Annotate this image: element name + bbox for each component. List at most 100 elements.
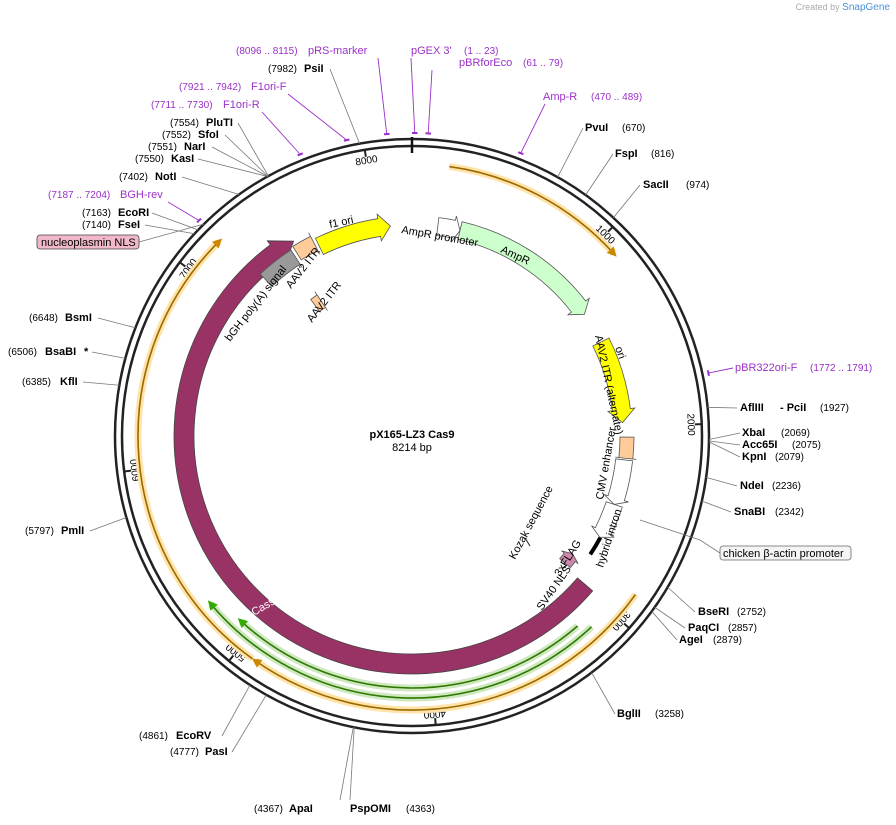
- enzyme-leader: [651, 611, 678, 641]
- enzyme-name: SacII: [643, 179, 669, 191]
- enzyme-leader: [557, 127, 584, 178]
- feature-label-kozak: Kozak sequence: [507, 484, 556, 561]
- enzyme-pos: (2752): [737, 607, 766, 618]
- enzyme-leader: [237, 122, 269, 177]
- enzyme-leader: [349, 727, 355, 801]
- enzyme-pos: (7552): [162, 130, 191, 141]
- enzyme-name: BsmI: [65, 312, 92, 324]
- feature-ori: [592, 337, 636, 424]
- enzyme-pos: (2342): [775, 507, 804, 518]
- enzyme-leader: [97, 317, 136, 329]
- enzyme-leader: [708, 432, 741, 440]
- tick-mark: [179, 261, 186, 268]
- primer-range: (470 .. 489): [591, 92, 642, 103]
- feature-bgh: [259, 246, 303, 287]
- primer-range: (7921 .. 7942): [179, 82, 241, 93]
- enzyme-name: PsiI: [304, 63, 324, 75]
- enzyme-name: Acc65I: [742, 439, 777, 451]
- primer-range: (8096 .. 8115): [236, 46, 298, 57]
- snapgene-credit: Created by SnapGene: [795, 2, 890, 13]
- orf-arc-lower: [251, 594, 637, 711]
- enzyme-name: AflIII: [740, 402, 764, 414]
- plasmid-name: pX165-LZ3 Cas9: [370, 429, 455, 441]
- feature-cas9: [173, 240, 594, 675]
- tick-label: 8000: [355, 154, 379, 169]
- enzyme-leader: [708, 440, 741, 446]
- enzyme-pos: (7140): [82, 220, 111, 231]
- enzyme-name: EcoRV: [176, 730, 212, 742]
- tick-mark: [124, 469, 132, 473]
- enzyme-name: PvuI: [585, 122, 608, 134]
- feature-cmv: [603, 458, 634, 505]
- primer-name: pGEX 3': [411, 45, 452, 57]
- feature-ampr: [457, 221, 591, 316]
- primer-range: (7187 .. 7204): [48, 190, 110, 201]
- enzyme-pos: (7554): [170, 118, 199, 129]
- enzyme-leader: [707, 406, 738, 409]
- enzyme-name: BsaBI: [45, 346, 76, 358]
- enzyme-name: PluTI: [206, 117, 233, 129]
- chicken-leader: [639, 519, 721, 554]
- enzyme-name: XbaI: [742, 427, 765, 439]
- enzyme-pos: (7982): [268, 64, 297, 75]
- primer-range: (1772 .. 1791): [810, 363, 872, 374]
- primer-name: BGH-rev: [120, 189, 163, 201]
- enzyme-name: NdeI: [740, 480, 764, 492]
- nucleoplasmin-label: nucleoplasmin NLS: [41, 237, 136, 249]
- nucleoplasmin-leader: [138, 223, 205, 243]
- primer-mark: [343, 138, 350, 142]
- enzyme-name: FspI: [615, 148, 638, 160]
- enzyme-pos: (2857): [728, 623, 757, 634]
- enzyme-pos: (1927): [820, 403, 849, 414]
- enzyme-leader: [144, 224, 195, 235]
- enzyme-pos: (2879): [713, 635, 742, 646]
- plasmid-length: 8214 bp: [392, 442, 432, 454]
- enzyme-name: SnaBI: [734, 506, 765, 518]
- enzyme-name: SfoI: [198, 129, 219, 141]
- feature-f1ori: [314, 213, 391, 256]
- enzyme-name: KasI: [171, 153, 194, 165]
- primer-range: (7711 .. 7730): [151, 100, 213, 111]
- enzyme-pos: (6648): [29, 313, 58, 324]
- primer-leader: [708, 367, 734, 374]
- enzyme-leader: [151, 212, 199, 231]
- enzyme-name: AgeI: [679, 634, 703, 646]
- enzyme-pos: (4777): [170, 747, 199, 758]
- enzyme-leader: [221, 684, 251, 737]
- tick-mark: [623, 622, 630, 629]
- primer-leader: [427, 69, 433, 134]
- orf-arc-ampr: [449, 165, 617, 257]
- enzyme-pos: (2236): [772, 481, 801, 492]
- enzyme-leader: [89, 517, 127, 532]
- primer-leader: [167, 201, 200, 221]
- primer-marks: [196, 132, 710, 377]
- enzyme-name: PspOMI: [350, 803, 391, 815]
- primer-leader: [520, 103, 546, 154]
- enzyme-leader: [197, 158, 268, 177]
- enzyme-leader: [706, 476, 738, 487]
- enzyme-leader: [591, 672, 616, 715]
- enzyme-name: PasI: [205, 746, 228, 758]
- enzyme-leader: [613, 184, 641, 218]
- chicken-label: chicken β-actin promoter: [723, 548, 844, 560]
- orf-arc-green-outer: [207, 600, 593, 699]
- enzyme-name: NotI: [155, 171, 176, 183]
- enzyme-pos: (7402): [119, 172, 148, 183]
- feature-chicken-promoter: [591, 501, 623, 538]
- enzyme-leader: [654, 606, 686, 629]
- enzyme-pos: (6385): [22, 377, 51, 388]
- snapgene-logo: SnapGene: [842, 2, 890, 13]
- primer-name: F1ori-R: [223, 99, 260, 111]
- feature-shapes: [173, 213, 637, 675]
- enzyme-name: BglII: [617, 708, 641, 720]
- feature-kozak: [524, 537, 531, 547]
- enzyme-leader: [339, 727, 354, 801]
- primer-range: (1 .. 23): [464, 46, 498, 57]
- enzyme-leader: [667, 586, 696, 613]
- enzyme-pos: (3258): [655, 709, 684, 720]
- enzyme-labels: (670) PvuI FspI (816) SacII (974) AflIII…: [8, 63, 849, 815]
- feature-itr-alt: [615, 436, 637, 460]
- tick-label: 2000: [684, 413, 696, 436]
- enzyme-pos: (2069): [781, 428, 810, 439]
